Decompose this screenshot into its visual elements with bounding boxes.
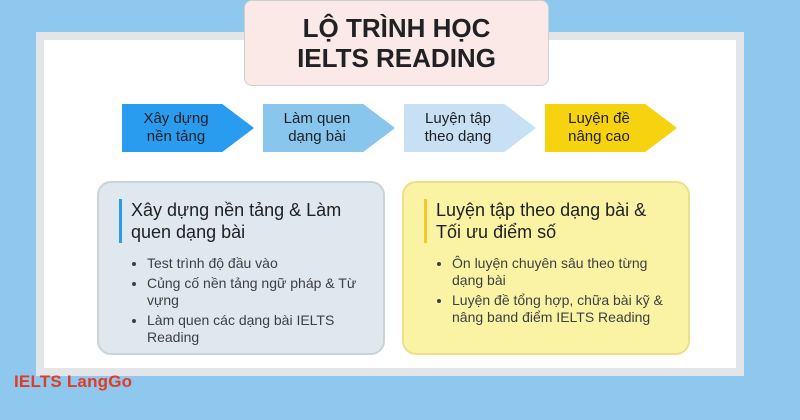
step-label-line-1: Xây dựng <box>143 110 209 127</box>
step-label-line-2: nâng cao <box>568 128 630 145</box>
list-item: Test trình độ đầu vào <box>147 255 365 272</box>
step-advanced-tests: Luyện đề nâng cao <box>545 104 677 152</box>
step-label-line-2: nền tảng <box>146 128 206 145</box>
step-practice-by-type: Luyện tập theo dạng <box>404 104 536 152</box>
phase-1-list: Test trình độ đầu vào Củng cố nền tảng n… <box>119 255 365 346</box>
phase-1-panel: Xây dựng nền tảng & Làm quen dạng bài Te… <box>97 181 385 355</box>
list-item: Củng cố nền tảng ngữ pháp & Từ vựng <box>147 275 365 309</box>
step-label-line-2: dạng bài <box>288 128 346 145</box>
step-get-familiar: Làm quen dạng bài <box>263 104 395 152</box>
title-line-2: IELTS READING <box>297 43 496 73</box>
step-label-line-1: Luyện tập <box>425 110 491 127</box>
brand-logo: IELTS LangGo <box>14 372 133 391</box>
step-build-foundation: Xây dựng nền tảng <box>122 104 254 152</box>
title-line-1: LỘ TRÌNH HỌC <box>302 13 491 43</box>
phase-1-heading: Xây dựng nền tảng & Làm quen dạng bài <box>119 199 365 243</box>
list-item: Luyện đề tổng hợp, chữa bài kỹ & nâng ba… <box>452 292 670 326</box>
step-label-line-2: theo dạng <box>424 128 492 145</box>
step-label-line-1: Luyện đề <box>568 110 630 127</box>
list-item: Ôn luyện chuyên sâu theo từng dạng bài <box>452 255 670 289</box>
diagram-title: LỘ TRÌNH HỌC IELTS READING <box>244 0 549 86</box>
phase-2-heading: Luyện tập theo dạng bài & Tối ưu điểm số <box>424 199 670 243</box>
phase-2-list: Ôn luyện chuyên sâu theo từng dạng bài L… <box>424 255 670 326</box>
step-label-line-1: Làm quen <box>283 110 351 127</box>
list-item: Làm quen các dạng bài IELTS Reading <box>147 312 365 346</box>
phase-2-panel: Luyện tập theo dạng bài & Tối ưu điểm số… <box>402 181 690 355</box>
